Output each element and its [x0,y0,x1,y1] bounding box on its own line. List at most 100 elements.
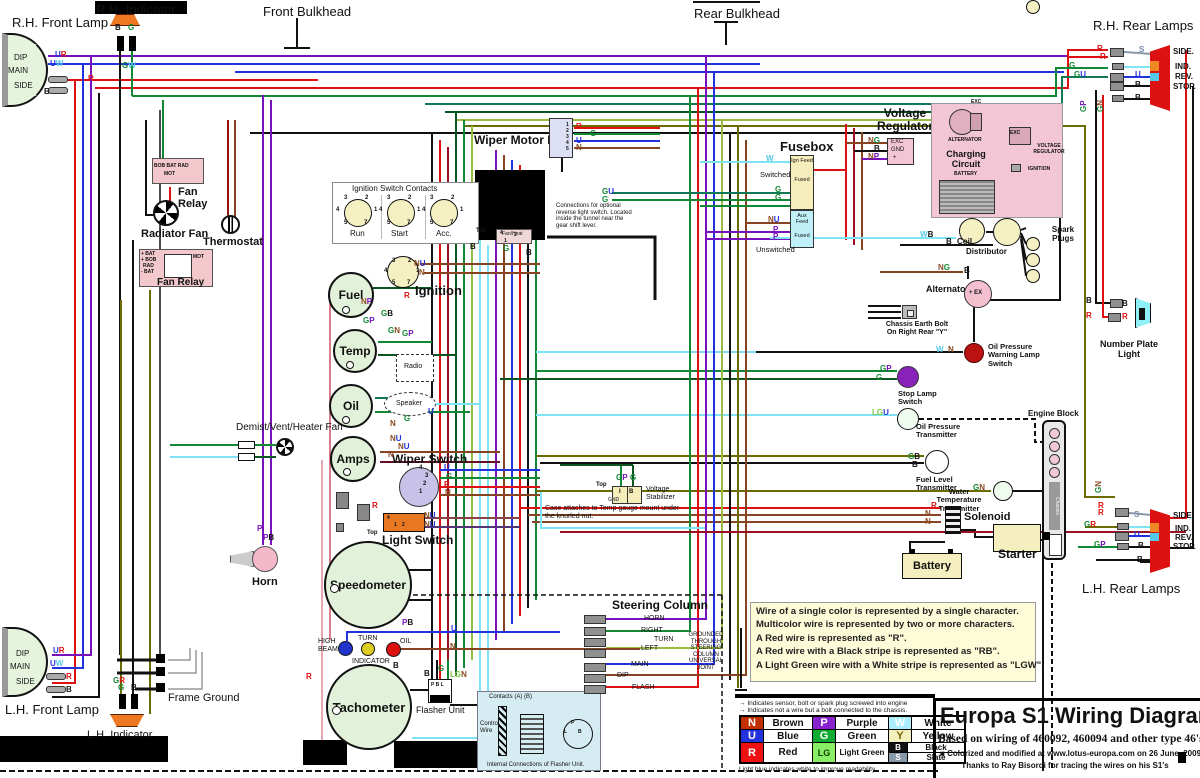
wire-code-label: - BAT [141,269,154,275]
wiper-switch-label: Wiper Switch [392,452,468,466]
wire-code-label: I [619,489,621,495]
chassis-earth-label: Chassis Earth Bolt On Right Rear "Y" [885,321,949,336]
voltage-stabilizer-label: Voltage Stabilizer [646,486,675,501]
chassis-label: Chassis [1049,482,1060,530]
stop-lamp-switch-icon [897,366,919,388]
wire [1020,227,1027,231]
fusebox-aux [790,210,814,248]
wire-code-label: 2 [408,258,412,264]
starter [993,524,1041,552]
fuse-connector [48,87,68,94]
wire-code-label: 4 [566,140,569,146]
horn-terminal-label: HORN [644,615,665,622]
ground-bolt [156,654,165,663]
legend-code: U [739,729,764,743]
wire-code-label: R [1100,52,1106,61]
main-terminal-label: MAIN [631,661,649,668]
steering-column-label: Steering Column [612,598,709,612]
legend-footer: Light blue indicates white to improve re… [739,766,877,773]
wire [168,648,191,661]
title-block-mark [1178,752,1186,763]
wire-code-label: Top [596,482,607,488]
wire-code-label: GU [602,187,615,196]
wire-code-label: 3 [387,195,391,201]
wire [1020,232,1027,245]
title-divider-v [933,698,936,778]
wire [547,235,657,300]
stop-lamp-label: STOP. [1173,82,1196,91]
alternator-sm-label: ALTERNATOR [948,137,982,143]
legend-name: Brown [763,715,813,730]
rh-rear-lamp [1150,45,1170,111]
rev-lamp-label: REV. [1175,533,1193,542]
temp-label: Temp [339,344,371,358]
wire-code-label: U [428,407,434,416]
wire [1128,512,1153,516]
turn-lamp [361,642,375,656]
spark-plug [1026,269,1040,283]
connector [1110,73,1124,82]
note-line: A Red wire with a Black stripe is repres… [756,646,1000,658]
radio-label: Radio [404,363,423,370]
starter-label: Starter [998,547,1037,561]
wire-code-label: B [964,266,970,275]
tachometer-label: Tachometer [332,699,406,715]
spark-plug [1026,253,1040,267]
wire-code-label: N [576,143,582,152]
fuel-level-transmitter-icon [925,450,949,474]
wire-code-label: R [372,501,378,510]
radiator-fan-label: Radiator Fan [141,228,209,240]
wire-code-label: + BOB [141,257,157,263]
arrow-icon: → [739,700,746,707]
side-lamp-label: SIDE. [1173,47,1194,56]
steering-connector [584,663,606,672]
black-bar-top [95,1,187,14]
wire-code-label: 5 [392,280,396,286]
wire [168,650,197,674]
wire-code-label: G [775,185,782,194]
wire [973,218,1061,342]
wire-code-label: NU [398,442,410,451]
reverse-note: Connections for optional reverse light s… [556,203,632,229]
solenoid-label: Solenoid [964,511,1011,523]
wire-code-label: B [1086,296,1092,305]
wire-code-label: EXC [971,99,982,105]
wire-code-label: GR [113,676,126,685]
dip-label: DIP [14,53,28,62]
wire-code-label: NP [361,297,373,306]
wire-code-label: 1 [416,268,420,274]
turn-terminal-label: TURN [654,636,674,643]
wiper-switch [399,467,439,507]
oil-label: Oil [342,399,359,413]
thermostat-icon [221,215,240,234]
wire [606,57,707,620]
wire-code-label: R [576,122,582,131]
alternator-label: Alternator [926,284,970,294]
left-terminal-label: LEFT [641,645,659,652]
gauge-dot [332,706,341,715]
black-bar-bottom-2 [394,741,480,768]
wire-code-label: 3 [430,195,434,201]
fusebox-ign [790,155,814,210]
connector [1112,63,1124,70]
gauge-dot [342,306,350,314]
speaker-ellipse [384,392,436,416]
demist-fan-label: Demist/Vent/Heater Fan [236,422,343,433]
steering-connector [584,615,606,624]
wire [540,492,705,529]
diagram-credit-2: Thanks to Ray Bisordi for tracing the wi… [961,761,1169,770]
fan-heat-label: Fan/Heat [502,231,523,237]
wire-code-label: 1 [417,207,421,213]
wire-code-label: BOB BAT RAD [154,163,189,169]
coil-icon [959,218,985,244]
wire [52,64,84,669]
wire-code-label: Top [367,530,378,536]
rh-indicator-label: R.H. Indicator [96,2,176,17]
wire-code-label: R [444,480,450,489]
legend-code: LG [812,742,836,764]
connector [1117,543,1129,550]
engine-block-label: Engine Block [1028,409,1079,418]
legend-name: Green [835,729,889,743]
wire-code-label: B [629,489,634,495]
